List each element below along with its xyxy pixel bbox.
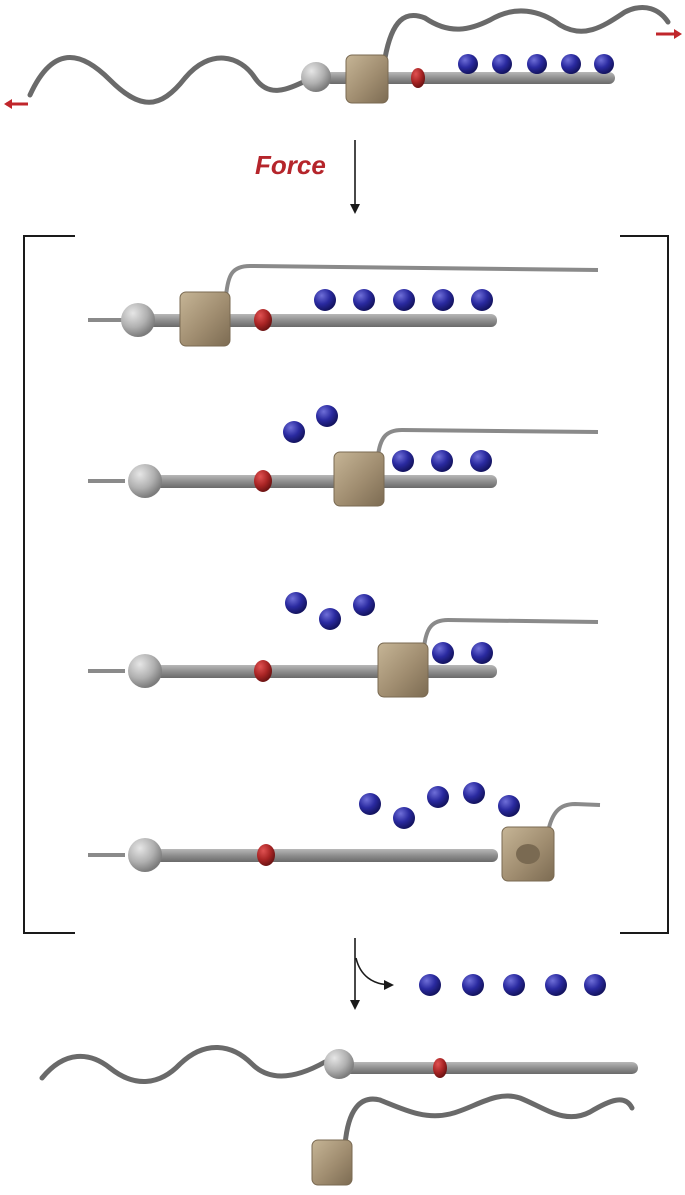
ring-icon — [333, 451, 385, 507]
cargo-ball-icon — [492, 54, 512, 74]
cargo-ball-icon — [594, 54, 614, 74]
stage-final — [39, 1045, 638, 1186]
cargo-ball-icon — [314, 289, 336, 311]
stopper-ball-icon — [121, 303, 155, 337]
station-bead-icon — [411, 68, 425, 88]
left-thread — [39, 1045, 328, 1084]
cargo-ball-icon — [584, 974, 606, 996]
station-bead-icon — [254, 309, 272, 331]
release-arrows — [350, 938, 394, 1010]
ring-thread — [382, 5, 671, 61]
ring-thread — [376, 427, 599, 457]
cargo-ball-icon — [498, 795, 520, 817]
ring-thread — [224, 263, 599, 297]
force-label: Force — [255, 150, 326, 180]
axle — [345, 1062, 638, 1074]
cargo-ball-icon — [283, 421, 305, 443]
cargo-on-axle — [458, 54, 614, 74]
cargo-ball-icon — [431, 450, 453, 472]
station-bead-icon — [433, 1058, 447, 1078]
stage-step-2 — [88, 405, 599, 507]
cargo-ball-icon — [503, 974, 525, 996]
cargo-ball-icon — [471, 642, 493, 664]
station-bead-icon — [254, 470, 272, 492]
left-bracket — [23, 235, 75, 934]
left-thread — [27, 55, 315, 105]
station-bead-icon — [257, 844, 275, 866]
ring-thread — [342, 1093, 635, 1148]
cargo-ball-icon — [392, 450, 414, 472]
cargo-ball-icon — [353, 289, 375, 311]
pull-arrow-icon — [4, 99, 12, 109]
station-bead-icon — [254, 660, 272, 682]
cargo-ball-icon — [432, 642, 454, 664]
cargo-ball-icon — [427, 786, 449, 808]
ring-hole — [516, 844, 540, 864]
cargo-ball-icon — [393, 289, 415, 311]
stage-step-1 — [88, 263, 599, 347]
right-bracket — [620, 235, 669, 934]
cargo-ball-icon — [527, 54, 547, 74]
stage-step-4 — [88, 782, 601, 882]
cargo-ball-icon — [316, 405, 338, 427]
stage-initial — [4, 5, 682, 109]
cargo-ball-icon — [359, 793, 381, 815]
stopper-ball-icon — [324, 1049, 354, 1079]
ring-thread — [422, 617, 599, 649]
ring-icon — [377, 642, 429, 698]
process-arrow-icon — [355, 957, 394, 990]
ring-icon — [345, 54, 389, 104]
axle — [140, 475, 497, 488]
cargo-ball-icon — [319, 608, 341, 630]
stopper-ball-icon — [128, 654, 162, 688]
pull-arrow-icon — [674, 29, 682, 39]
cargo-ball-icon — [458, 54, 478, 74]
ring-thread — [546, 801, 601, 833]
cargo-ball-icon — [285, 592, 307, 614]
stopper-ball-icon — [301, 62, 331, 92]
cargo-ball-icon — [419, 974, 441, 996]
axle — [325, 72, 615, 84]
stage-step-3 — [88, 592, 599, 698]
cargo-ball-icon — [471, 289, 493, 311]
cargo-ball-icon — [561, 54, 581, 74]
stopper-ball-icon — [128, 838, 162, 872]
axle — [140, 665, 497, 678]
ring-icon — [179, 291, 231, 347]
cargo-ball-icon — [432, 289, 454, 311]
cargo-ball-icon — [545, 974, 567, 996]
cargo-ball-icon — [462, 974, 484, 996]
ring-icon — [311, 1139, 353, 1186]
released-cargo — [419, 974, 606, 996]
cargo-ball-icon — [463, 782, 485, 804]
cargo-ball-icon — [353, 594, 375, 616]
stopper-ball-icon — [128, 464, 162, 498]
cargo-ball-icon — [470, 450, 492, 472]
cargo-ball-icon — [393, 807, 415, 829]
axle — [140, 849, 498, 862]
